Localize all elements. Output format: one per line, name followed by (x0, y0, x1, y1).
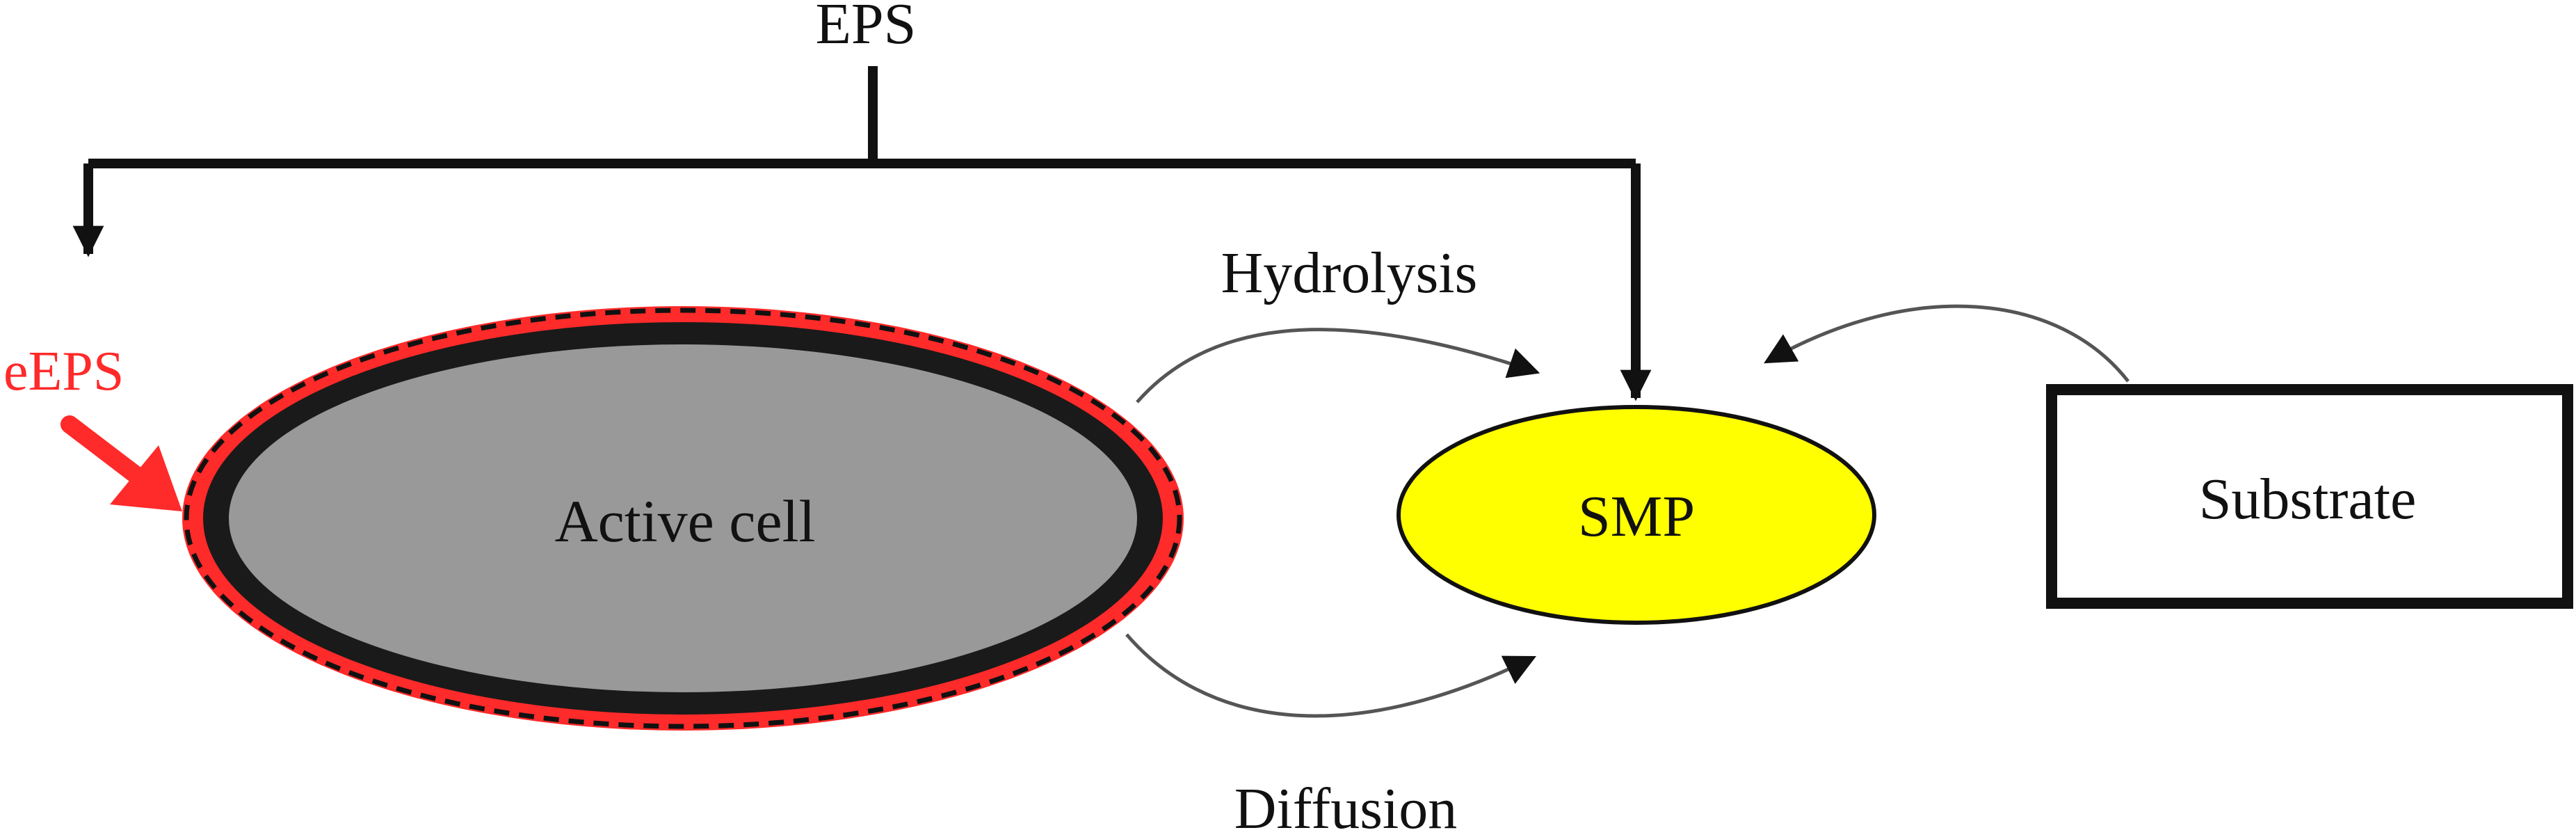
eeps-label: eEPS (3, 341, 124, 402)
substrate-box (2046, 384, 2573, 609)
eps-connector (72, 66, 1652, 401)
diffusion-arrow (1125, 633, 1537, 718)
substrate-arrow (1764, 304, 2130, 383)
substrate-label: Substrate (2199, 467, 2417, 532)
hydrolysis-arrow (1136, 328, 1540, 404)
hydrolysis-label: Hydrolysis (1221, 241, 1478, 305)
diffusion-label: Diffusion (1234, 776, 1457, 837)
cell-body (229, 344, 1137, 692)
active-cell (182, 306, 1184, 731)
eps-label: EPS (816, 0, 917, 56)
active-cell-label: Active cell (555, 488, 816, 555)
eeps-dashed-boundary (184, 308, 1182, 729)
eeps-arrow (61, 415, 182, 511)
smp-node (1396, 405, 1876, 625)
smp-label: SMP (1578, 484, 1695, 549)
